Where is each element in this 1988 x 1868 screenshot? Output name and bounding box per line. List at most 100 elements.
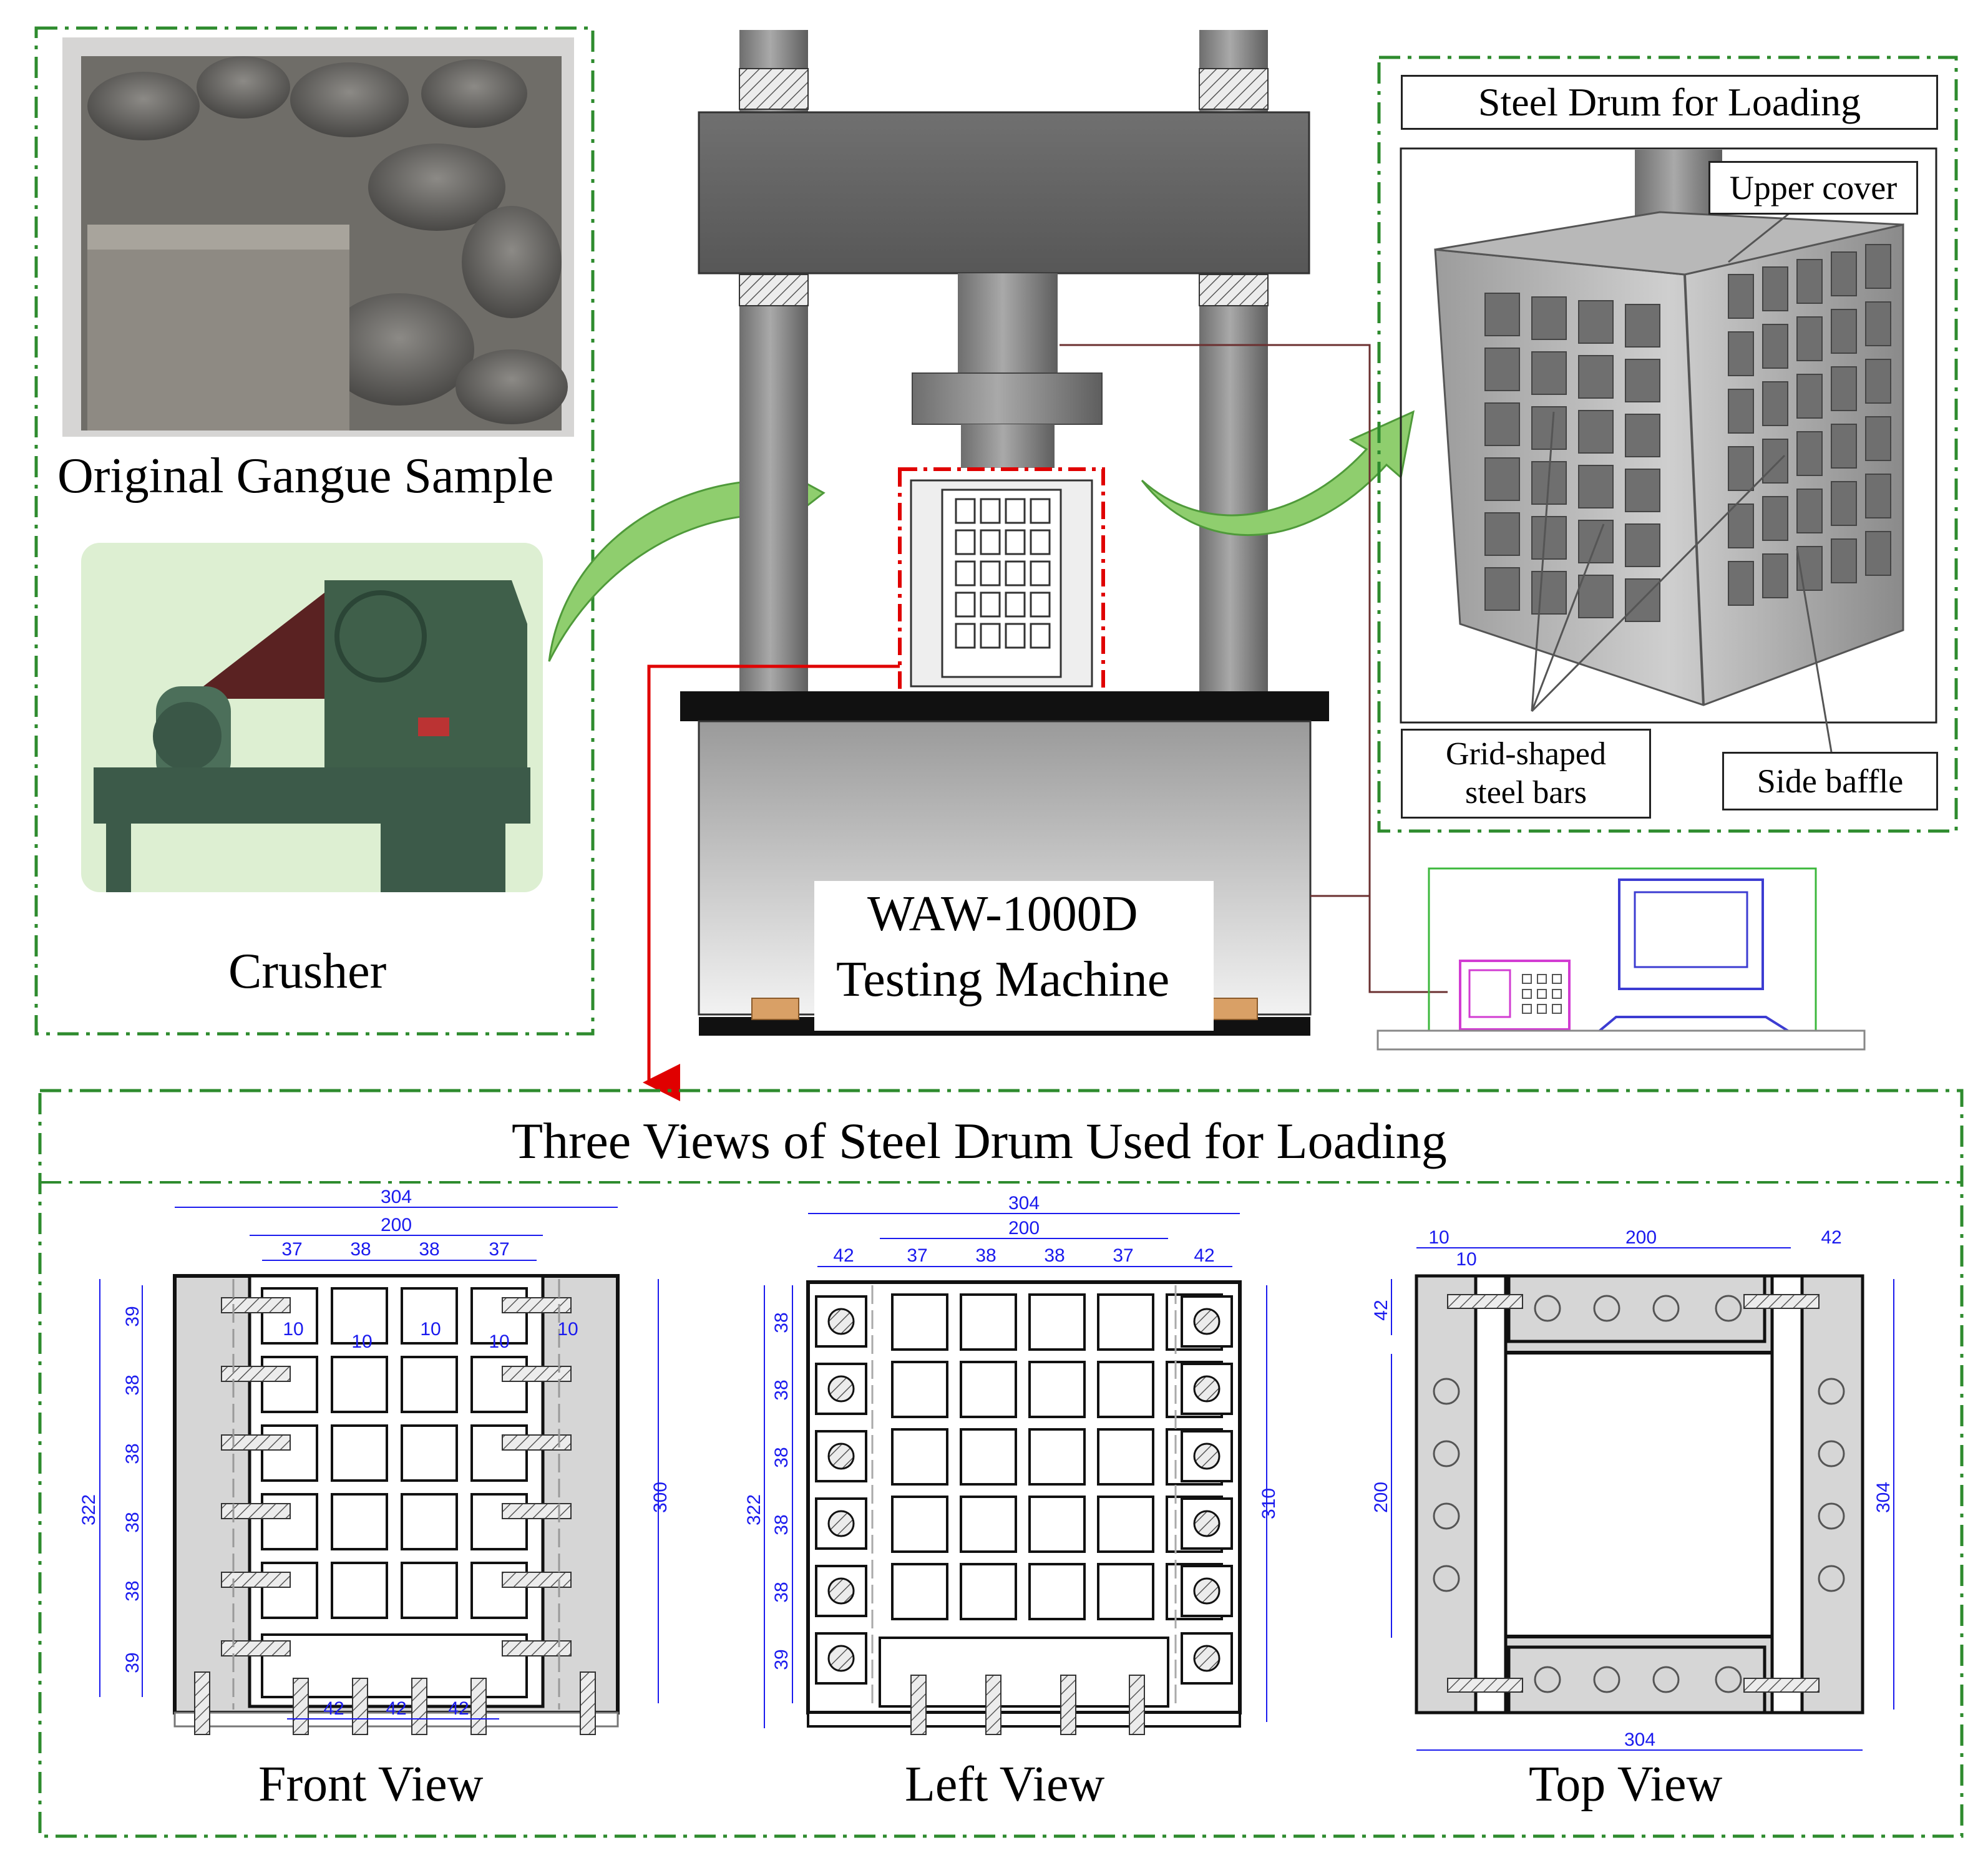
drum-cell — [1484, 512, 1520, 556]
drum-cell — [1831, 538, 1857, 583]
front-dim-gap: 10 — [420, 1319, 441, 1340]
front-dim-total-width: 304 — [381, 1187, 412, 1207]
top-bolt — [1715, 1666, 1742, 1693]
mini-grid-cell — [1030, 498, 1051, 524]
keypad-key — [1522, 989, 1532, 999]
left-dim-column: 37 — [907, 1245, 927, 1266]
left-grid-cell — [1097, 1293, 1154, 1351]
front-dim-column: 37 — [489, 1239, 509, 1260]
left-dim-column: 38 — [975, 1245, 996, 1266]
left-dim-column: 42 — [1194, 1245, 1214, 1266]
drum-cell — [1625, 523, 1660, 567]
drum-cell — [1865, 359, 1891, 404]
left-grid-cell — [1028, 1293, 1086, 1351]
front-bolt — [221, 1297, 291, 1313]
mini-grid-cell — [980, 529, 1001, 555]
drum-cell — [1796, 374, 1823, 419]
drum-cell — [1796, 431, 1823, 476]
left-grid-cell — [1028, 1361, 1086, 1418]
keypad-key — [1537, 974, 1547, 984]
drum-cell — [1531, 406, 1567, 450]
machine-caption-line2: Testing Machine — [836, 952, 1170, 1007]
left-grid-cell — [960, 1293, 1017, 1351]
grid-bars-line2: steel bars — [1465, 775, 1587, 810]
left-bolt — [1193, 1645, 1221, 1672]
top-dim-bottom: 304 — [1624, 1729, 1655, 1750]
keypad-key — [1552, 989, 1562, 999]
left-grid-cell — [1097, 1496, 1154, 1553]
drum-cell — [1762, 266, 1788, 311]
left-grid-cell — [1097, 1428, 1154, 1486]
top-dim-a: 10 — [1428, 1227, 1449, 1248]
top-bolt — [1433, 1378, 1460, 1405]
top-bolt — [1447, 1294, 1523, 1309]
drum-cell — [1865, 531, 1891, 576]
mini-grid-cell — [980, 623, 1001, 649]
left-bolt — [827, 1510, 855, 1537]
front-bolt — [221, 1434, 291, 1451]
drum-cell — [1762, 439, 1788, 484]
left-bolt — [827, 1308, 855, 1335]
mini-grid-cell — [1030, 623, 1051, 649]
drum-cell — [1865, 244, 1891, 289]
front-grid-cell — [261, 1356, 318, 1413]
upper-cover-label: Upper cover — [1708, 161, 1918, 215]
front-grid-cell — [401, 1356, 458, 1413]
top-dim-b: 10 — [1456, 1249, 1476, 1270]
front-bolt — [221, 1503, 291, 1519]
drum-cell — [1831, 424, 1857, 469]
drum-cell — [1796, 259, 1823, 304]
front-grid-cell — [261, 1424, 318, 1482]
mini-grid-cell — [980, 591, 1001, 618]
grid-bars-line1: Grid-shaped — [1445, 736, 1607, 772]
left-bolt — [827, 1442, 855, 1470]
top-bolt — [1593, 1666, 1620, 1693]
front-grid-cell — [331, 1356, 388, 1413]
front-dim-bottom: 42 — [448, 1698, 469, 1719]
front-dim-row: 39 — [122, 1306, 143, 1326]
left-bolt-box — [1181, 1632, 1233, 1685]
drum-cell — [1625, 469, 1660, 512]
front-bolt — [194, 1671, 210, 1735]
top-dim-inner: 200 — [1625, 1227, 1657, 1248]
top-bolt — [1652, 1666, 1680, 1693]
front-dim-row: 38 — [122, 1512, 143, 1532]
left-bolt — [1129, 1675, 1145, 1735]
top-bolt — [1818, 1565, 1845, 1592]
left-bolt — [985, 1675, 1001, 1735]
sample-panel-frame — [34, 26, 595, 1036]
drum-cell — [1762, 324, 1788, 369]
left-bolt — [827, 1375, 855, 1403]
front-grid-cell — [401, 1424, 458, 1482]
left-view-drawing — [806, 1280, 1242, 1735]
left-view-caption: Left View — [905, 1757, 1105, 1812]
left-bolt-box — [1181, 1497, 1233, 1550]
left-grid-cell — [1097, 1563, 1154, 1620]
drum-cell — [1865, 301, 1891, 346]
three-views-title: Three Views of Steel Drum Used for Loadi… — [512, 1112, 1447, 1169]
front-grid-cell — [401, 1493, 458, 1550]
left-dim-row: 38 — [771, 1582, 792, 1602]
top-dim-left-small: 42 — [1371, 1300, 1391, 1320]
drum-cell — [1728, 331, 1754, 376]
front-dim-row: 39 — [122, 1652, 143, 1673]
steel-drum-title: Steel Drum for Loading — [1401, 75, 1938, 130]
left-grid-cell — [1028, 1428, 1086, 1486]
top-bolt — [1433, 1502, 1460, 1530]
drum-cell — [1728, 274, 1754, 319]
front-dim-gap: 10 — [557, 1319, 578, 1340]
front-bolt — [580, 1671, 596, 1735]
mini-grid-cell — [1030, 591, 1051, 618]
keypad-key — [1552, 1004, 1562, 1014]
drum-cell — [1578, 465, 1614, 508]
testing-machine — [680, 30, 1329, 1036]
front-bolt — [221, 1366, 291, 1382]
left-bolt — [910, 1675, 927, 1735]
front-dim-row: 38 — [122, 1374, 143, 1395]
left-bolt — [1193, 1577, 1221, 1605]
left-dim-row: 38 — [771, 1447, 792, 1467]
front-dim-gap: 10 — [351, 1331, 372, 1352]
left-grid-cell — [1028, 1496, 1086, 1553]
drum-cell — [1625, 414, 1660, 457]
left-bolt — [827, 1577, 855, 1605]
